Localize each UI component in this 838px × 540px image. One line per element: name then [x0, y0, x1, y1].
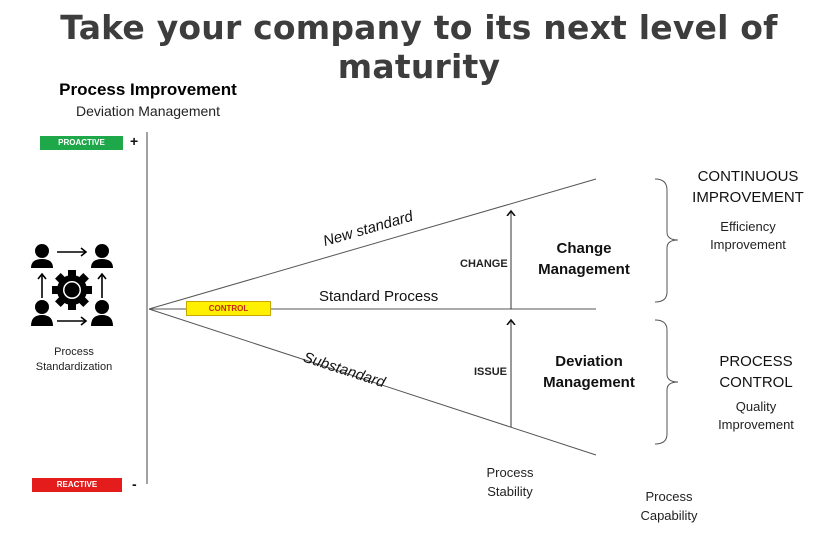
reactive-badge: REACTIVE: [32, 478, 122, 492]
continuous-improvement-heading: CONTINUOUS IMPROVEMENT: [680, 166, 816, 208]
new-standard-line: [148, 178, 597, 310]
process-capability-line-2: Capability: [640, 508, 698, 523]
efficiency-improvement-label: Efficiency Improvement: [680, 218, 816, 254]
page-title: Take your company to its next level of m…: [60, 8, 778, 86]
process-capability-label: Process Capability: [619, 487, 719, 525]
plus-sign: +: [130, 133, 139, 149]
process-standardization-caption: Process Standardization: [22, 345, 126, 375]
process-control-brace: [654, 319, 679, 445]
deviation-management-line-1: Deviation: [555, 353, 623, 370]
caption-line-1: Process: [54, 346, 94, 358]
process-stability-line-1: Process: [486, 465, 534, 480]
efficiency-line-1: Efficiency: [720, 219, 776, 234]
process-capability-line-1: Process: [645, 489, 693, 504]
continuous-improvement-brace: [654, 178, 679, 303]
quality-improvement-label: Quality Improvement: [688, 398, 824, 434]
process-control-line-2: CONTROL: [719, 374, 793, 391]
standard-process-label: Standard Process: [319, 288, 439, 305]
proactive-badge: PROACTIVE: [40, 136, 123, 150]
change-label: CHANGE: [460, 258, 508, 270]
continuous-improvement-line-1: CONTINUOUS: [697, 168, 799, 185]
process-improvement-heading: Process Improvement: [59, 80, 237, 99]
quality-line-1: Quality: [735, 399, 777, 414]
process-control-heading: PROCESS CONTROL: [688, 351, 824, 393]
change-management-line-1: Change: [556, 240, 612, 257]
deviation-management-label: Deviation Management: [532, 351, 646, 393]
change-management-line-2: Management: [538, 261, 630, 278]
substandard-line: [148, 308, 597, 456]
minus-sign: -: [132, 476, 137, 492]
process-standardization-icon: [31, 244, 113, 326]
quality-line-2: Improvement: [718, 417, 794, 432]
caption-line-2: Standardization: [35, 361, 113, 373]
deviation-management-line-2: Management: [543, 374, 635, 391]
deviation-management-subheading: Deviation Management: [76, 103, 220, 119]
change-management-label: Change Management: [527, 238, 641, 280]
process-stability-line-2: Stability: [487, 484, 533, 499]
efficiency-line-2: Improvement: [710, 237, 786, 252]
process-control-line-1: PROCESS: [719, 353, 793, 370]
control-badge: CONTROL: [186, 301, 271, 316]
issue-label: ISSUE: [474, 366, 508, 378]
continuous-improvement-line-2: IMPROVEMENT: [692, 189, 804, 206]
process-stability-label: Process Stability: [460, 463, 560, 501]
